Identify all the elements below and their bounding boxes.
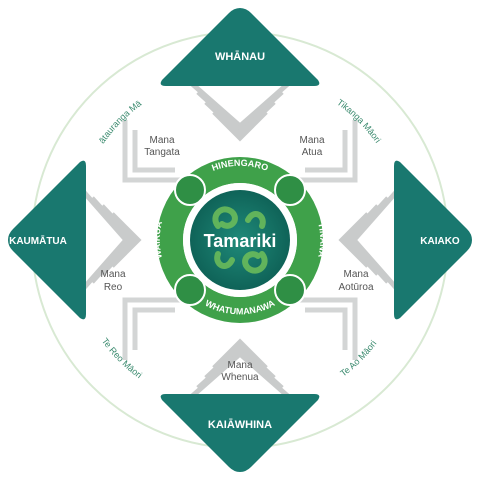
mana-atua-line2: Atua [302, 147, 323, 158]
mana-atua-line1: Mana [299, 135, 324, 146]
center-label: Tamariki [204, 231, 277, 251]
ring-label-right: TINANA [316, 222, 328, 259]
ring-knot-bottom-left [174, 274, 206, 306]
chevron-bands [80, 80, 400, 400]
corner-right-label: KAIAKO [420, 236, 460, 247]
diagonal-bands [122, 120, 358, 360]
ring-knot-top-right [274, 174, 306, 206]
corner-bottom-label: KAIĀWHINA [208, 419, 272, 431]
mana-tangata-line1: Mana [149, 135, 174, 146]
mana-whenua-line2: Whenua [221, 372, 259, 383]
ring-knot-top-left [174, 174, 206, 206]
mana-tangata-line2: Tangata [144, 147, 180, 158]
corner-bottom-triangle[interactable] [160, 394, 320, 472]
mana-aoturoa-line2: Aotūroa [338, 282, 373, 293]
arc-label-top-right: Tikanga Māori [335, 97, 383, 145]
mana-reo-line1: Mana [100, 269, 125, 280]
corner-right-triangle[interactable] [394, 160, 472, 320]
ring-knot-bottom-right [274, 274, 306, 306]
koru-motif-icon [212, 206, 268, 274]
corner-top-label: WHĀNAU [215, 51, 265, 63]
corner-left-triangle[interactable] [8, 160, 86, 320]
arc-label-top-left: Mātauranga Māori [0, 0, 143, 145]
ring-label-left: WAIRUA [152, 220, 164, 260]
mana-reo-line2: Reo [104, 282, 123, 293]
corner-left-label: KAUMĀTUA [9, 235, 67, 247]
mana-aoturoa-line1: Mana [343, 269, 368, 280]
corner-top-triangle[interactable] [160, 8, 320, 86]
ring-label-top: HINENGARO [210, 158, 269, 173]
mana-whenua-line1: Mana [227, 360, 252, 371]
